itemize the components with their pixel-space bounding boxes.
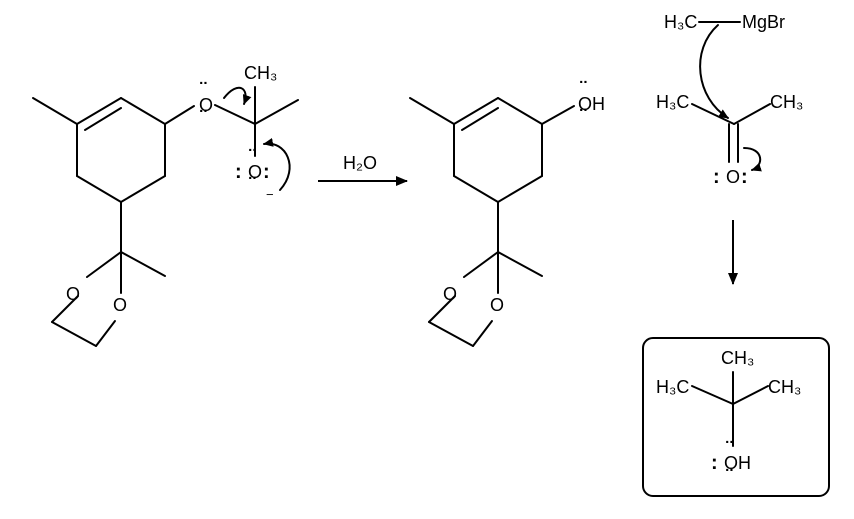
product-methyl-right: CH₃ (768, 377, 801, 397)
svg-text:¨: ¨ (200, 79, 207, 101)
ketal-oxygen-right: O (113, 295, 127, 315)
hydroxyl-group: OH ¨ ¨ (578, 78, 605, 128)
svg-text:¨: ¨ (580, 78, 587, 100)
molecule-alcohol-product: O O OH ¨ ¨ (409, 78, 605, 347)
acetone-methyl-left: H₃C (656, 92, 689, 112)
water-reagent-label: H₂O (343, 153, 377, 173)
product-methyl-left: H₃C (656, 377, 689, 397)
ring-bonds (32, 97, 195, 347)
acetone-methyl-right: CH₃ (770, 92, 803, 112)
svg-text:O: O (248, 162, 262, 182)
svg-text:¨: ¨ (580, 106, 587, 128)
ketal-oxygen-left-2: O (443, 284, 457, 304)
svg-text:O: O (726, 167, 740, 187)
svg-text::: : (711, 452, 718, 474)
svg-text:¨: ¨ (249, 174, 256, 196)
svg-text:¨: ¨ (726, 466, 733, 488)
product-hydroxyl: OH ¨ ¨ : (711, 438, 751, 488)
svg-text:−: − (266, 187, 274, 202)
magnesium-bromide-label: MgBr (742, 12, 785, 32)
curly-arrow-grignard-attack (699, 24, 729, 119)
molecule-alkoxide-intermediate: O O O ¨ ¨ CH₃ O ¨ ¨ : : − (32, 63, 299, 347)
curly-arrow-pi-to-oxygen (743, 147, 762, 172)
grignard-reagent: H₃C MgBr (664, 12, 785, 32)
acetone-molecule: H₃C CH₃ O : : (656, 92, 803, 188)
carbonyl-oxygen: O : : (713, 166, 748, 188)
svg-text:¨: ¨ (200, 107, 207, 129)
ketal-oxygen-right-2: O (490, 295, 504, 315)
svg-text::: : (741, 166, 748, 188)
svg-text:OH: OH (724, 453, 751, 473)
methyl-label-top: CH₃ (244, 63, 277, 83)
grignard-methyl-label: H₃C (664, 12, 697, 32)
svg-text:OH: OH (578, 94, 605, 114)
alkoxide-oxygen: O ¨ ¨ : : − (235, 146, 274, 202)
curly-arrow-ether-to-c (223, 86, 252, 105)
product-box-tert-butanol: CH₃ H₃C CH₃ OH ¨ ¨ : (642, 337, 830, 497)
svg-text::: : (713, 166, 720, 188)
svg-text::: : (263, 161, 270, 183)
reaction-arrow-water: H₂O (318, 153, 408, 186)
svg-text:¨: ¨ (726, 438, 733, 460)
curly-arrow-alkoxide-to-co (263, 137, 291, 191)
svg-text::: : (235, 161, 242, 183)
ether-oxygen: O ¨ ¨ (199, 79, 213, 129)
ketal-oxygen-left: O (66, 284, 80, 304)
product-methyl-top: CH₃ (721, 348, 754, 368)
svg-text:¨: ¨ (249, 146, 256, 168)
svg-text:O: O (199, 95, 213, 115)
